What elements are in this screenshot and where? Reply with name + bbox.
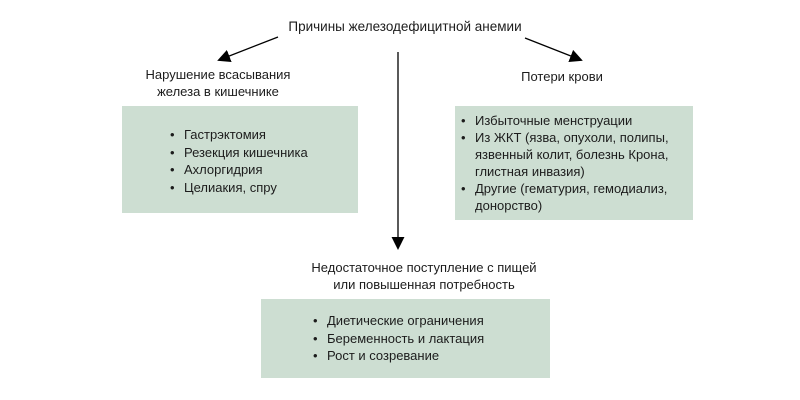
right-branch-heading: Потери крови <box>521 69 603 84</box>
bottom-branch-heading: Недостаточное поступление с пищей или по… <box>274 260 574 293</box>
list-item-label: Ахлоргидрия <box>184 162 263 177</box>
bullet-icon: • <box>170 162 175 177</box>
list-item: • Диетические ограничения <box>313 312 544 330</box>
list-item: • Беременность и лактация <box>313 330 544 348</box>
bullet-icon: • <box>170 127 175 142</box>
left-branch-heading: Нарушение всасывания железа в кишечнике <box>118 67 318 100</box>
bottom-branch-heading-line2: или повышенная потребность <box>333 276 515 292</box>
bottom-branch-box: • Диетические ограничения • Беременность… <box>261 299 550 378</box>
left-branch-box: • Гастрэктомия • Резекция кишечника • Ах… <box>122 106 358 213</box>
bullet-icon: • <box>170 144 175 160</box>
bullet-icon: • <box>461 130 466 145</box>
left-branch-heading-line2: железа в кишечнике <box>157 83 279 99</box>
bottom-branch-heading-line1: Недостаточное поступление с пищей <box>311 260 537 275</box>
list-item: • Из ЖКТ (язва, опухоли, полипы, язвенны… <box>461 129 691 180</box>
list-item-label: Диетические ограничения <box>327 313 484 328</box>
diagram-title: Причины железодефицитной анемии <box>288 19 522 34</box>
arrow-to-left-branch-icon <box>217 36 279 63</box>
bullet-icon: • <box>313 313 318 328</box>
list-item-label: Избыточные менструации <box>475 113 633 128</box>
list-item-label: Целиакия, спру <box>184 179 277 195</box>
arrow-to-right-branch-icon <box>524 37 583 63</box>
list-item: • Другие (гематурия, гемодиализ, донорст… <box>461 180 691 214</box>
list-item: • Рост и созревание <box>313 347 544 365</box>
left-branch-heading-line1: Нарушение всасывания <box>145 67 291 82</box>
list-item-label: Другие (гематурия, гемодиализ, донорство… <box>475 181 668 213</box>
bullet-icon: • <box>170 179 175 195</box>
list-item: • Целиакия, спру <box>170 179 352 197</box>
list-item-label: Резекция кишечника <box>184 144 308 160</box>
list-item-label: Рост и созревание <box>327 348 440 363</box>
bullet-icon: • <box>313 348 318 363</box>
list-item: • Гастрэктомия <box>170 126 352 144</box>
list-item-label: Из ЖКТ (язва, опухоли, полипы, язвенный … <box>475 130 669 179</box>
list-item: • Ахлоргидрия <box>170 161 352 179</box>
list-item-label: Гастрэктомия <box>184 127 266 142</box>
bullet-icon: • <box>461 181 466 196</box>
bullet-icon: • <box>313 330 318 346</box>
list-item: • Резекция кишечника <box>170 144 352 162</box>
bullet-icon: • <box>461 113 466 128</box>
list-item: • Избыточные менструации <box>461 112 691 129</box>
list-item-label: Беременность и лактация <box>327 330 485 346</box>
right-branch-box: • Избыточные менструации • Из ЖКТ (язва,… <box>455 106 693 220</box>
